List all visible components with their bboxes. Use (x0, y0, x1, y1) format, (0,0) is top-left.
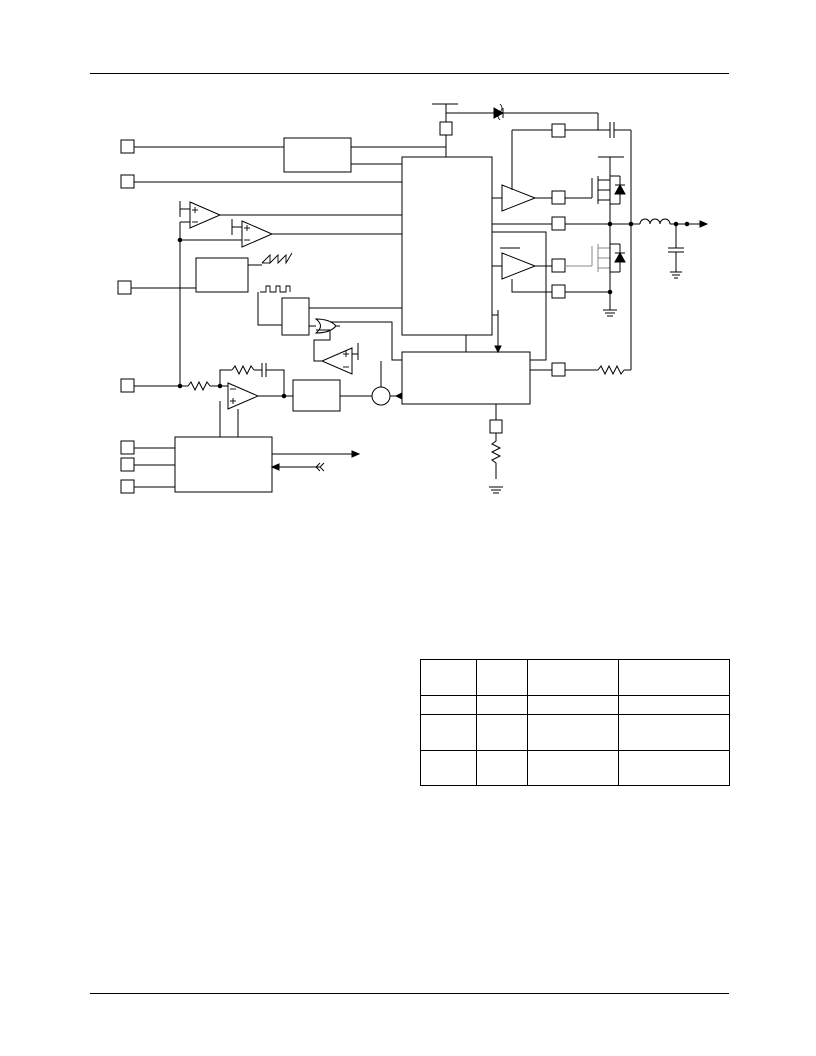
output-capacitor (668, 224, 684, 279)
high-driver-buffer (501, 184, 537, 212)
table-cell (420, 659, 477, 696)
low-driver-buffer (501, 252, 537, 280)
table-cell (420, 750, 477, 786)
pin-left-3 (117, 280, 132, 295)
table-cell (527, 659, 619, 696)
table-cell (618, 695, 730, 715)
left-pins (117, 139, 135, 494)
table-cell (420, 714, 477, 751)
summing-node (371, 386, 391, 406)
comparator-symbols (179, 201, 402, 410)
input-resistor (187, 380, 211, 392)
top-diode (493, 107, 505, 119)
pin-bottom (489, 419, 503, 434)
pin-right-ldrv (551, 258, 566, 273)
table-cell (476, 695, 528, 715)
pin-right-hdrv (551, 190, 566, 205)
pin-left-4 (120, 378, 135, 393)
table-cell (476, 714, 528, 751)
table-row (420, 714, 730, 751)
table-cell (476, 659, 528, 696)
upper-left-block (283, 137, 352, 173)
pin-left-7 (120, 479, 135, 494)
spec-table (420, 659, 730, 786)
pin-right-boot (551, 123, 566, 138)
table-cell (476, 750, 528, 786)
top-high-mosfet (565, 156, 626, 224)
low-mosfet (565, 244, 610, 272)
footer-rule (90, 993, 729, 994)
block-diagram (117, 103, 709, 494)
output-inductor (639, 218, 671, 225)
or-gate (314, 318, 337, 334)
error-amp-comp-block (292, 379, 341, 412)
pin-right-sw (551, 216, 566, 231)
pin-left-5 (120, 440, 135, 455)
table-row (420, 659, 730, 696)
pin-top-vin (439, 121, 453, 136)
control-logic-block (401, 156, 493, 336)
ground-symbols (603, 309, 617, 317)
table-cell (618, 714, 730, 751)
pin-left-6 (120, 457, 135, 472)
feedback-resistor (231, 364, 255, 376)
bottom-logic-block (401, 351, 531, 405)
pin-left-2 (120, 174, 135, 189)
table-cell (527, 695, 619, 715)
table-cell (420, 695, 477, 715)
sense-resistor (597, 364, 625, 376)
pin-right-sense (551, 362, 566, 377)
table-row (420, 750, 730, 786)
pin-right-pgnd (551, 284, 566, 299)
lower-left-block (174, 436, 273, 493)
pin-left-1 (120, 139, 135, 154)
latch-block (281, 297, 310, 336)
table-cell (618, 750, 730, 786)
table-cell (527, 714, 619, 751)
oscillator-block (195, 257, 249, 293)
bottom-resistor (490, 433, 502, 479)
table-row (420, 695, 730, 715)
table-cell (527, 750, 619, 786)
header-rule (90, 73, 729, 74)
table-cell (618, 659, 730, 696)
